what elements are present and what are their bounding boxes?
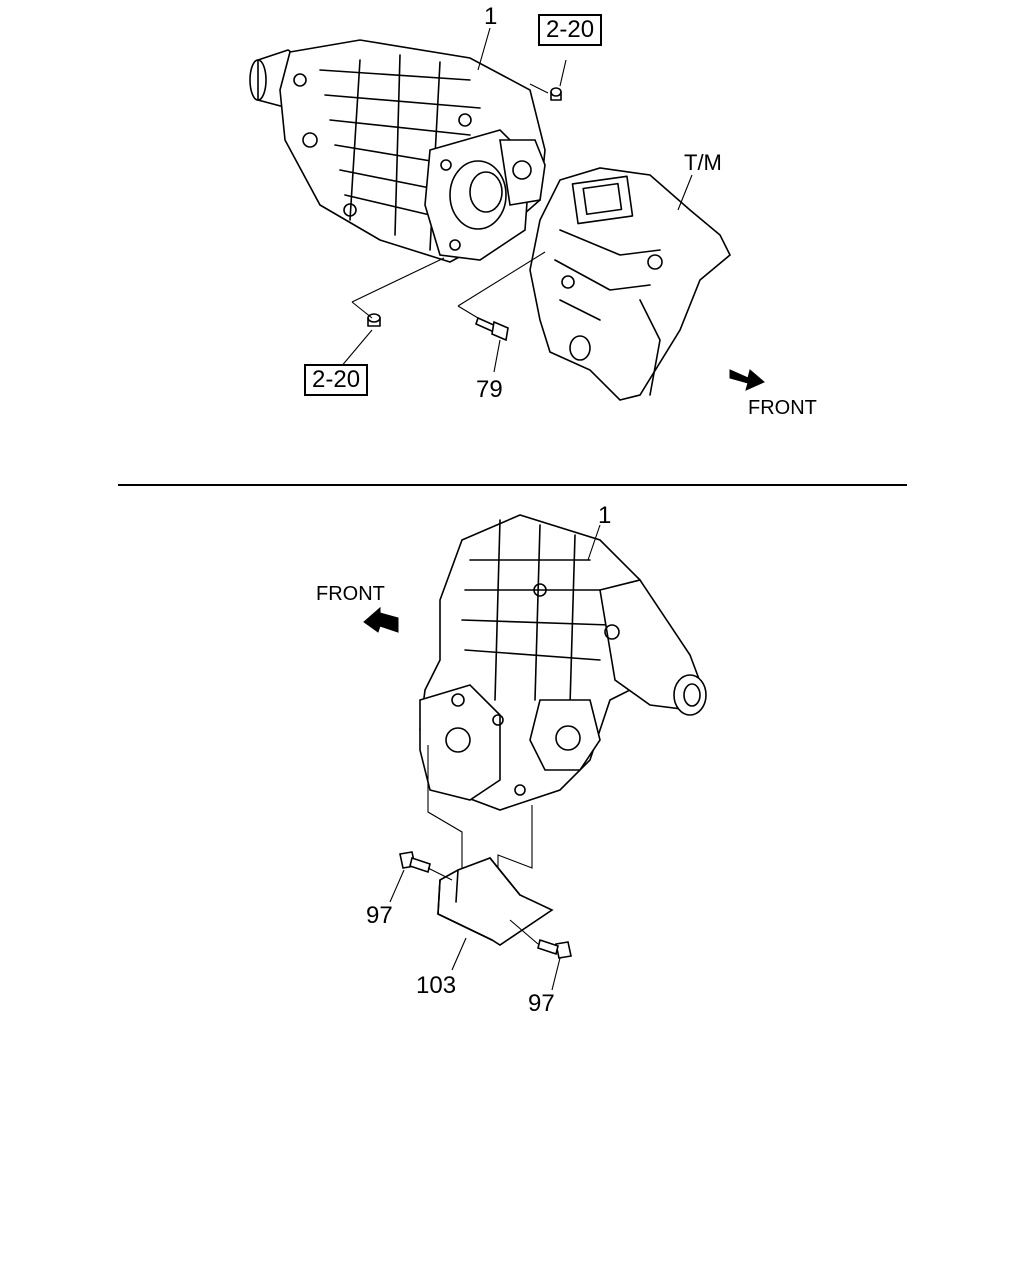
bottom-bracket-label-103: 103 bbox=[416, 972, 457, 999]
top-bolt-79 bbox=[457, 251, 546, 342]
top-bolt-label-79: 79 bbox=[476, 376, 503, 403]
bottom-bolt-label-97-left: 97 bbox=[366, 902, 393, 929]
top-transmission bbox=[529, 167, 731, 401]
bottom-bolt-label-97-right: 97 bbox=[528, 990, 555, 1017]
bottom-transfer-case bbox=[419, 514, 707, 811]
top-transmission-label: T/M bbox=[684, 150, 722, 175]
top-front-label: FRONT bbox=[748, 397, 817, 419]
top-dowel-pin-upper bbox=[550, 87, 562, 101]
bottom-bolt-97-right bbox=[509, 919, 572, 959]
top-ref-box-upper[interactable]: 2-20 bbox=[538, 14, 603, 46]
bottom-front-label: FRONT bbox=[316, 583, 385, 605]
bottom-part-label-1: 1 bbox=[598, 502, 612, 529]
top-transfer-case bbox=[249, 39, 546, 263]
bottom-front-arrow-icon bbox=[363, 606, 399, 633]
top-ref-box-lower[interactable]: 2-20 bbox=[304, 364, 369, 396]
top-front-arrow-icon bbox=[729, 369, 765, 391]
bottom-bracket-103 bbox=[437, 857, 554, 946]
bottom-bolt-97-left bbox=[399, 851, 453, 881]
top-dowel-pin-lower bbox=[367, 313, 381, 327]
top-part-label-1: 1 bbox=[484, 3, 498, 30]
